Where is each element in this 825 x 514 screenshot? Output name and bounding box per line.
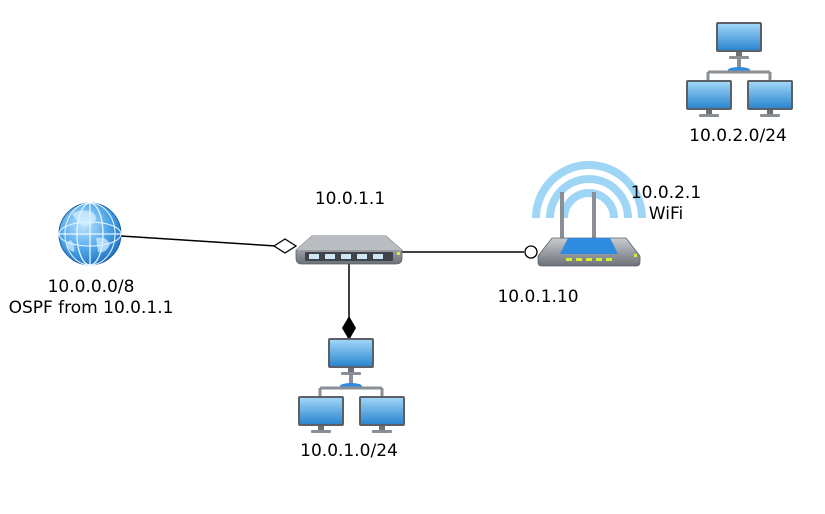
switch-icon[interactable] [295,235,403,265]
internet-route-label: OSPF from 10.0.1.1 [8,298,174,318]
network-computers-icon[interactable] [298,338,405,433]
wifi-router-icon[interactable] [532,161,646,267]
link-end-open-circle [524,245,538,259]
router-type-label: WiFi [648,204,684,224]
globe-icon[interactable] [58,202,122,266]
switch-label: 10.0.1.1 [314,189,386,209]
link-internet-switch [120,235,277,247]
link-end-filled-diamond [342,316,356,340]
lan1-label: 10.0.1.0/24 [300,441,398,461]
link-end-open-diamond [272,238,298,254]
lan2-label: 10.0.2.0/24 [689,126,787,146]
router-label: 10.0.2.1 WiFi [606,183,726,225]
internet-subnet-label: 10.0.0.0/8 [47,277,135,297]
router-link-label: 10.0.1.10 [497,287,579,307]
router-ip-label: 10.0.2.1 [630,183,702,203]
network-computers-icon[interactable] [686,22,793,117]
internet-label: 10.0.0.0/8 OSPF from 10.0.1.1 [0,277,182,319]
